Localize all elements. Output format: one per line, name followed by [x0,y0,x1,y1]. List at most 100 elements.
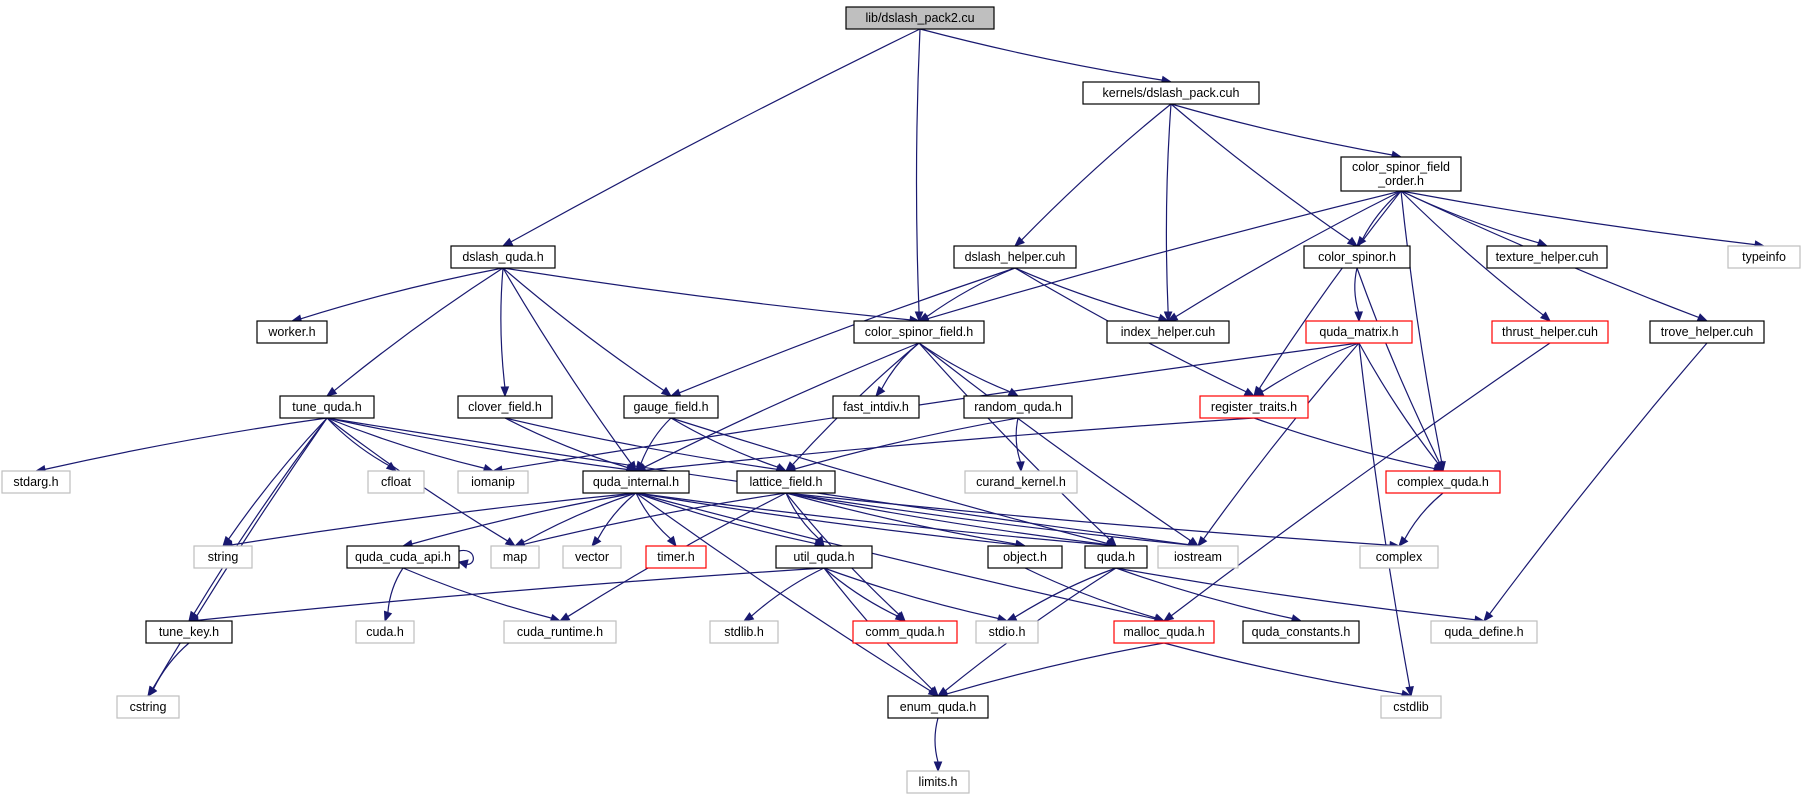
node-rt[interactable]: register_traits.h [1199,395,1309,419]
node-qca[interactable]: quda_cuda_api.h [346,545,460,569]
node-worker[interactable]: worker.h [256,320,328,344]
node-label-dh: dslash_helper.cuh [965,250,1066,264]
node-label-fi: fast_intdiv.h [843,400,909,414]
node-rq[interactable]: random_quda.h [963,395,1073,419]
node-qi[interactable]: quda_internal.h [582,470,690,494]
node-label-stdlib: stdlib.h [724,625,764,639]
node-dq[interactable]: dslash_quda.h [450,245,556,269]
node-box-ck [964,470,1078,494]
edge-quda-to-stdio [1005,567,1117,622]
node-cs[interactable]: color_spinor.h [1303,245,1411,269]
node-box-cuda [355,620,415,644]
edge-dq-to-tq [325,267,504,397]
node-lf[interactable]: lattice_field.h [736,470,836,494]
node-box-trove [1649,320,1765,344]
node-box-obj [987,545,1063,569]
node-box-cq [1385,470,1501,494]
node-cstring: cstring [116,695,180,719]
edge-csfo-to-ih [1166,190,1402,322]
edge-csfo-to-tex [1400,190,1549,247]
node-ih[interactable]: index_helper.cuh [1106,320,1230,344]
node-mq[interactable]: malloc_quda.h [1113,620,1215,644]
edge-qm-to-cstdlib [1358,342,1414,698]
edge-dh-to-csf [917,267,1016,322]
edge-tq-to-string [222,417,328,548]
node-csfo[interactable]: color_spinor_field_order.h [1340,156,1462,192]
node-label-stdarg: stdarg.h [13,475,58,489]
edge-qm-to-rt [1252,342,1360,397]
node-box-rq [963,395,1073,419]
node-box-complex [1359,545,1439,569]
node-box-qi [582,470,690,494]
node-box-gf [623,395,719,419]
node-dh[interactable]: dslash_helper.cuh [953,245,1077,269]
node-qm[interactable]: quda_matrix.h [1305,320,1413,344]
node-stdlib: stdlib.h [709,620,779,644]
node-box-kdp [1082,81,1260,105]
edge-tq-to-cfloat [326,417,398,472]
node-box-csfo [1340,156,1462,192]
node-timer[interactable]: timer.h [645,545,707,569]
node-label-cfloat: cfloat [381,475,411,489]
node-label-cuda: cuda.h [366,625,404,639]
edge-qi-to-qca [401,492,637,549]
node-label-qca: quda_cuda_api.h [355,550,451,564]
node-box-cr [503,620,617,644]
node-label-stdio: stdio.h [989,625,1026,639]
node-quda[interactable]: quda.h [1084,545,1148,569]
node-obj[interactable]: object.h [987,545,1063,569]
node-box-limits [906,770,970,794]
node-complex: complex [1359,545,1439,569]
node-fi[interactable]: fast_intdiv.h [832,395,920,419]
node-limits: limits.h [906,770,970,794]
edge-dq-to-worker [290,267,504,323]
edge-dq-to-qi [502,267,637,473]
node-trove[interactable]: trove_helper.cuh [1649,320,1765,344]
node-typeinfo: typeinfo [1727,245,1801,269]
node-uq[interactable]: util_quda.h [775,545,873,569]
node-tk[interactable]: tune_key.h [145,620,233,644]
node-label-tk: tune_key.h [159,625,219,639]
node-root[interactable]: lib/dslash_pack2.cu [845,6,995,30]
node-cf[interactable]: clover_field.h [457,395,553,419]
node-kdp[interactable]: kernels/dslash_pack.cuh [1082,81,1260,105]
node-cq[interactable]: complex_quda.h [1385,470,1501,494]
node-label-map: map [503,550,527,564]
node-eq[interactable]: enum_quda.h [887,695,989,719]
node-label-cstdlib: cstdlib [1393,700,1428,714]
edge-qi-to-vector [591,492,637,548]
node-label-ih: index_helper.cuh [1121,325,1216,339]
node-box-mq [1113,620,1215,644]
node-csf[interactable]: color_spinor_field.h [853,320,985,344]
edge-csf-to-iostream [918,342,1200,547]
edge-uq-to-comm [823,567,907,622]
node-label-timer: timer.h [657,550,695,564]
edge-qca-to-cuda [383,567,404,623]
edge-qi-to-map [513,492,637,547]
node-label-comm: comm_quda.h [865,625,944,639]
node-qc[interactable]: quda_constants.h [1242,620,1360,644]
node-box-iostream [1157,545,1239,569]
node-vector: vector [562,545,622,569]
node-box-cfloat [367,470,425,494]
node-label-tq: tune_quda.h [292,400,362,414]
edge-qca-to-qca [457,549,474,569]
node-box-string [193,545,253,569]
node-thr[interactable]: thrust_helper.cuh [1491,320,1609,344]
edge-qm-to-iostream [1197,342,1360,548]
node-ck: curand_kernel.h [964,470,1078,494]
edge-cf-to-lf [504,417,788,474]
edge-qi-to-uq [635,492,826,548]
node-stdarg: stdarg.h [1,470,71,494]
node-comm[interactable]: comm_quda.h [852,620,958,644]
node-box-cf [457,395,553,419]
node-gf[interactable]: gauge_field.h [623,395,719,419]
node-box-qdef [1430,620,1538,644]
node-label-gf: gauge_field.h [633,400,708,414]
edge-uq-to-stdlib [742,567,825,622]
node-qdef: quda_define.h [1430,620,1538,644]
node-tq[interactable]: tune_quda.h [279,395,375,419]
node-label-quda: quda.h [1097,550,1135,564]
node-tex[interactable]: texture_helper.cuh [1486,245,1608,269]
node-box-eq [887,695,989,719]
